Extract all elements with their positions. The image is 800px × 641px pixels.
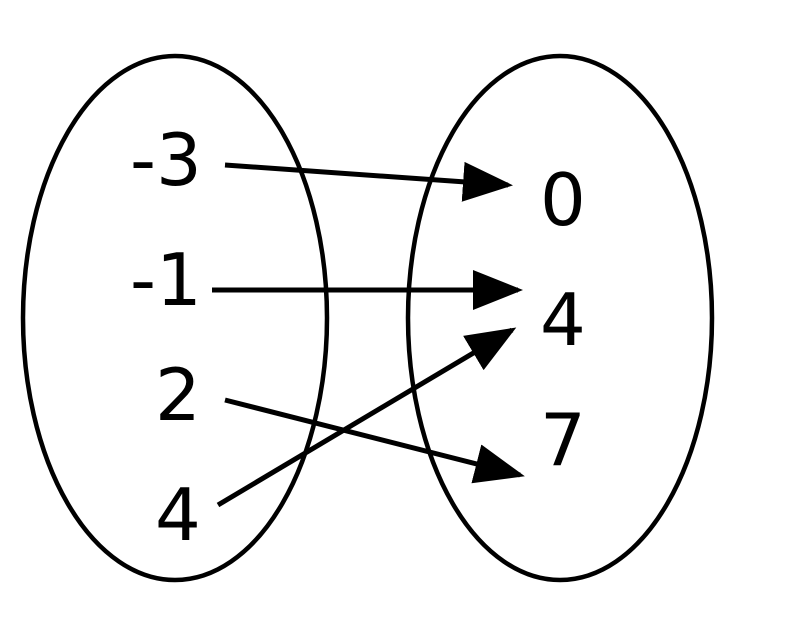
domain-value-2: 2 <box>155 353 201 437</box>
arrow-2-to-7 <box>224 397 525 484</box>
range-value-7: 7 <box>540 398 586 482</box>
domain-value-neg1: -1 <box>130 238 202 322</box>
arrow-neg3-to-0 <box>224 161 513 202</box>
range-value-4: 4 <box>540 278 586 362</box>
domain-oval <box>20 53 330 583</box>
domain-value-4: 4 <box>155 473 201 557</box>
range-value-0: 0 <box>540 158 586 242</box>
arrow-4-to-4 <box>216 327 517 508</box>
domain-value-neg3: -3 <box>130 118 202 202</box>
range-oval <box>405 53 715 583</box>
